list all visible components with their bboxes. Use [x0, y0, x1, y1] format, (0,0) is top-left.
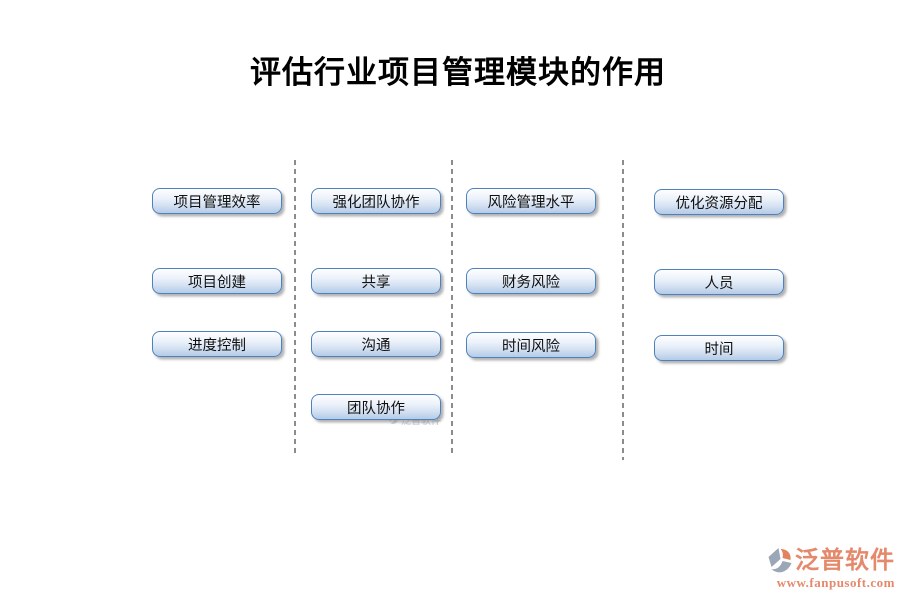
brand-url: www.fanpusoft.com — [776, 575, 895, 590]
node-project-management-efficiency: 项目管理效率 — [152, 188, 282, 214]
brand-watermark: 泛普软件 www.fanpusoft.com — [767, 547, 895, 589]
node-progress-control: 进度控制 — [152, 331, 282, 357]
column-separator-1 — [294, 160, 296, 454]
node-team-collaboration: 团队协作 — [311, 394, 441, 420]
node-sharing: 共享 — [311, 268, 441, 294]
fanpu-logo-icon — [768, 548, 792, 573]
node-communication: 沟通 — [311, 331, 441, 357]
inline-watermark-text: 泛普软件 — [401, 416, 441, 427]
column-separator-2 — [451, 160, 453, 454]
node-time: 时间 — [654, 335, 784, 361]
node-personnel: 人员 — [654, 269, 784, 295]
column-separator-3 — [622, 160, 624, 460]
node-financial-risk: 财务风险 — [466, 268, 596, 294]
node-strengthen-team-collaboration: 强化团队协作 — [311, 188, 441, 214]
node-risk-management-level: 风险管理水平 — [466, 188, 596, 214]
node-optimize-resource-allocation: 优化资源分配 — [654, 189, 784, 215]
node-project-creation: 项目创建 — [152, 268, 282, 294]
node-time-risk: 时间风险 — [466, 332, 596, 358]
brand-name: 泛普软件 — [795, 548, 895, 574]
page-title: 评估行业项目管理模块的作用 — [250, 55, 666, 90]
